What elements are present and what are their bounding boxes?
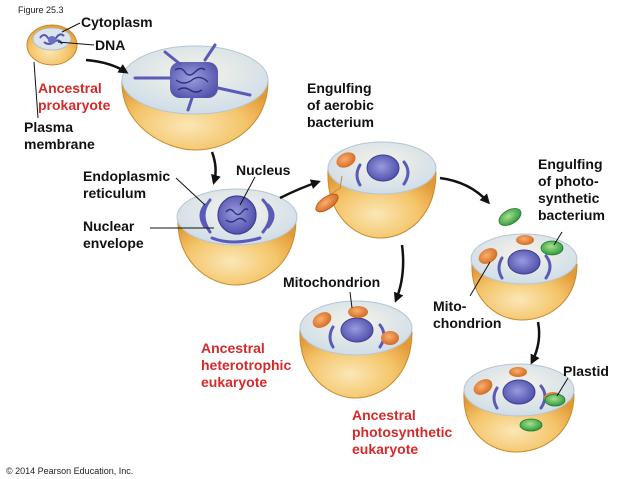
leader-plastid xyxy=(556,377,569,397)
label-mitochondrion-2: Mito- chondrion xyxy=(433,298,502,331)
heterotrophic-eukaryote-cell xyxy=(299,300,413,399)
label-ancestral-photosynthetic: Ancestral photosynthetic eukaryote xyxy=(352,407,453,457)
leader-dna xyxy=(57,41,95,46)
label-ancestral-prokaryote: Ancestral prokaryote xyxy=(38,80,111,113)
infolding-cell xyxy=(121,43,269,151)
copyright-notice: © 2014 Pearson Education, Inc. xyxy=(6,466,134,476)
label-plasma-membrane: Plasma membrane xyxy=(24,119,95,152)
ancestral-prokaryote-cell xyxy=(26,24,78,66)
engulfing-aerobic-cell xyxy=(315,141,437,239)
label-nucleus: Nucleus xyxy=(236,162,291,178)
figure-label: Figure 25.3 xyxy=(18,5,64,15)
leader-mitochondrion-2 xyxy=(469,261,491,297)
label-endoplasmic-reticulum: Endoplasmic reticulum xyxy=(83,168,171,201)
leader-mitochondrion-1 xyxy=(349,291,353,309)
leader-plasma-membrane xyxy=(33,61,39,119)
eukaryote-er-cell xyxy=(176,188,298,286)
label-mitochondrion-1: Mitochondrion xyxy=(283,274,381,290)
leader-photo-bacterium xyxy=(553,231,563,246)
label-engulfing-aerobic: Engulfing of aerobic bacterium xyxy=(307,80,374,130)
arrow-aerobic-to-photosynthetic-engulf xyxy=(439,176,491,205)
leader-lines xyxy=(33,22,569,397)
leader-cytoplasm xyxy=(61,22,81,33)
label-cytoplasm: Cytoplasm xyxy=(81,14,153,30)
label-plastid: Plastid xyxy=(563,363,609,379)
photosynthetic-eukaryote-cell xyxy=(463,363,575,453)
arrow-prokaryote-to-infolding xyxy=(85,58,129,74)
leader-er xyxy=(175,177,206,206)
arrow-er-to-aerobic xyxy=(279,179,321,200)
engulfing-photosynthetic-cell xyxy=(470,208,578,321)
label-engulfing-photosynthetic: Engulfing of photo- synthetic bacterium xyxy=(538,156,605,223)
arrow-engulf-to-photosynthetic xyxy=(530,321,541,365)
label-dna: DNA xyxy=(95,37,126,53)
leader-nucleus xyxy=(239,176,256,206)
label-nuclear-envelope: Nuclear envelope xyxy=(83,218,144,251)
arrow-aerobic-to-heterotroph xyxy=(393,244,405,303)
label-ancestral-heterotrophic: Ancestral heterotrophic eukaryote xyxy=(201,340,292,390)
arrow-infolding-to-er xyxy=(210,151,221,185)
